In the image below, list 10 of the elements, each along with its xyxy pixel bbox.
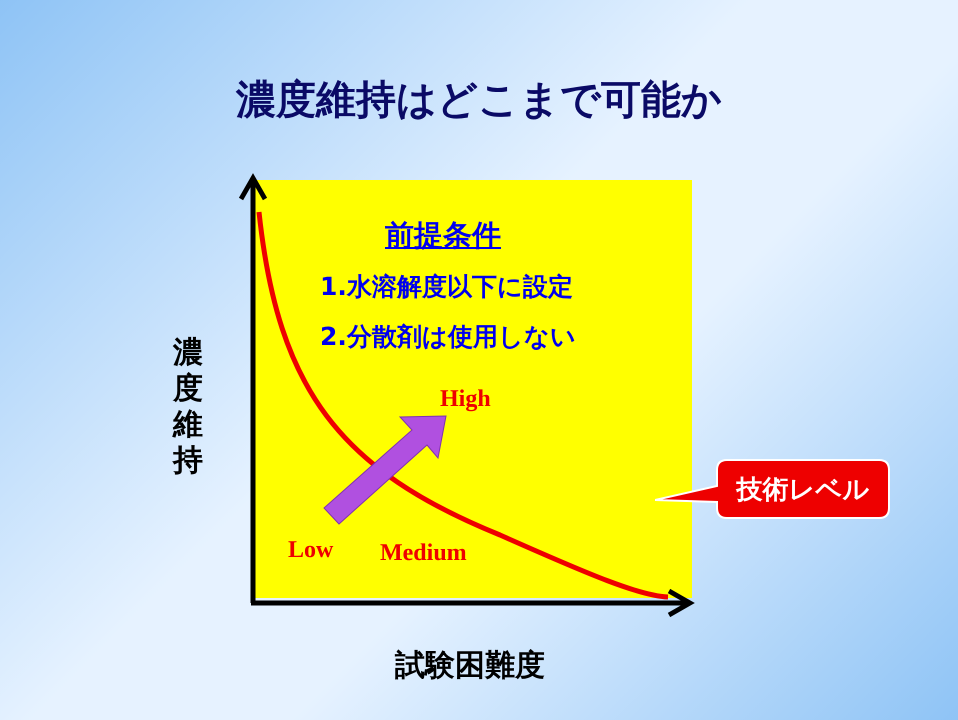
level-label: High	[440, 386, 491, 413]
level-label: Low	[288, 537, 334, 564]
level-label: Medium	[380, 540, 467, 567]
axis-label: 試験困難度	[394, 647, 546, 685]
callout-text: 技術レベル	[734, 474, 870, 507]
condition-item: 1.水溶解度以下に設定	[320, 271, 573, 303]
panel-heading: 前提条件	[385, 217, 501, 254]
condition-item: 2.分散剤は使用しない	[320, 321, 576, 353]
slide-title: 濃度維持はどこまで可能か	[234, 76, 723, 125]
axis-label: 濃度維持	[172, 335, 204, 479]
